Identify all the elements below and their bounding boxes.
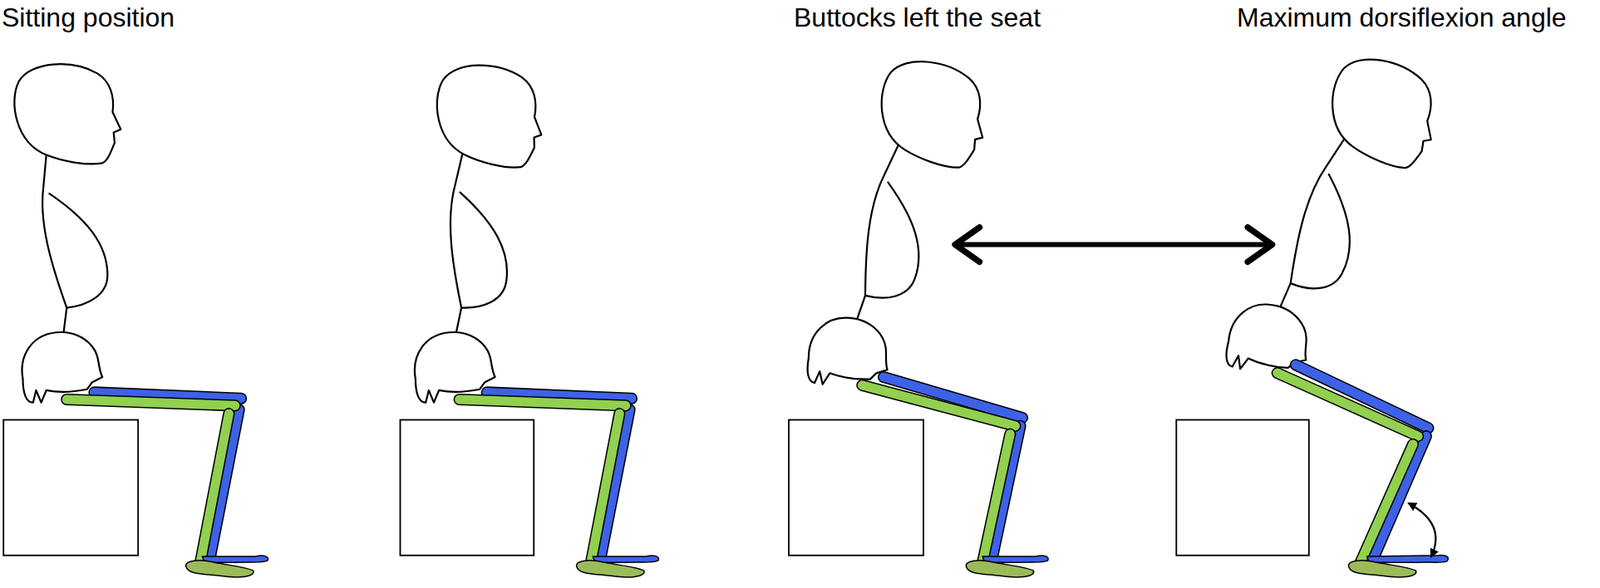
foot-segment [1348,561,1416,578]
foot-segments [576,556,660,578]
panel-label: Buttocks left the seat [793,2,1041,34]
seat-box [788,420,924,557]
leg-segments [459,392,632,563]
foot-segments [965,556,1049,578]
panel-label: Sitting position [1,2,175,34]
torso-outline [42,155,108,309]
trunk [406,54,553,316]
torso-outline [437,152,523,314]
spine-line [456,308,462,333]
angle-arrow [1408,503,1436,557]
leg-segments [861,377,1023,563]
spine-line [1280,283,1290,307]
head-outline [871,54,995,173]
foot-segments [186,556,269,578]
head-outline [433,62,547,170]
leg-segments [1277,364,1429,564]
figure-max-dorsiflexion [1176,28,1468,578]
seat-box [3,420,138,557]
spine-line [64,308,68,333]
figure-seat-off [788,37,1049,578]
head-outline [1319,50,1447,174]
foot-segment [1367,555,1449,563]
leg-segments [66,392,242,563]
seat-box [400,420,535,557]
trunk [808,37,1010,317]
torso-outline [842,143,956,311]
panel-label: Maximum dorsiflexion angle [1236,2,1567,34]
figure-sitting [3,64,268,578]
head-outline [14,64,121,164]
trunk [1235,28,1468,315]
seat-box [1176,420,1310,557]
figure-leaning [400,54,660,578]
spine-line [856,295,866,320]
trunk [14,64,121,308]
double-arrow [955,227,1273,263]
